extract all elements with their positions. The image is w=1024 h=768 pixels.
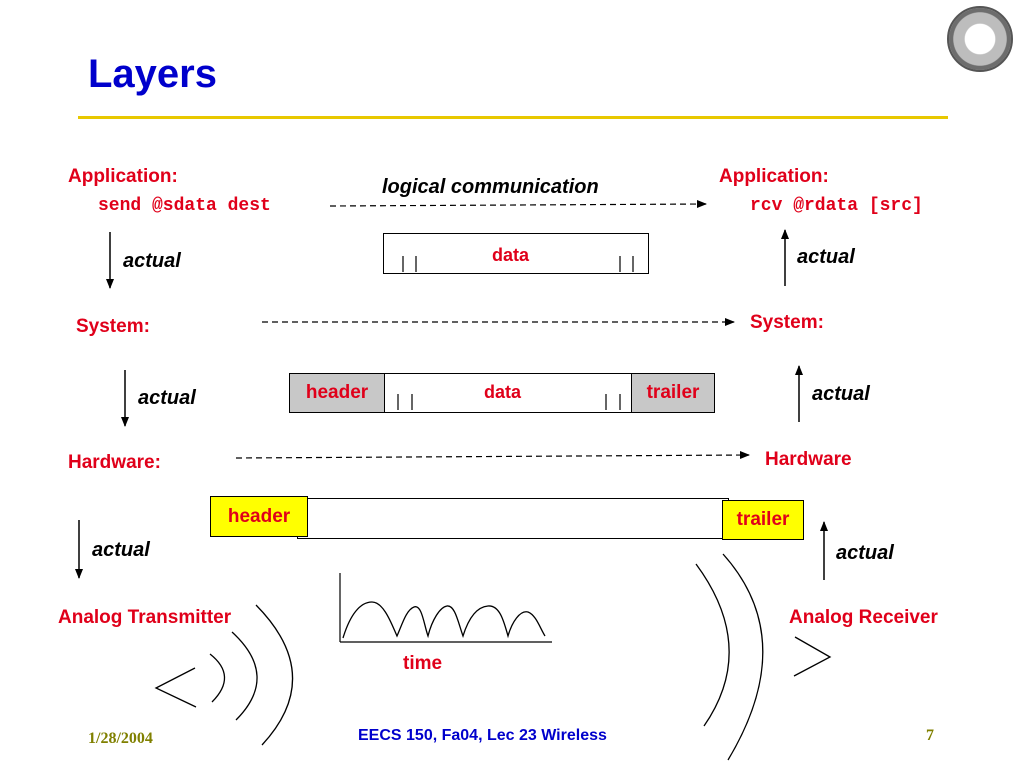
left-system-label: System:	[76, 316, 150, 337]
logical-arrow-application	[329, 200, 707, 209]
right-actual-label-1: actual	[797, 246, 855, 268]
system-packet-trailer: trailer	[631, 373, 715, 413]
transmitter-wave-arc-1	[209, 653, 226, 703]
right-application-label: Application:	[719, 166, 829, 187]
right-actual-label-2: actual	[812, 383, 870, 405]
left-hardware-label: Hardware:	[68, 452, 161, 473]
slide-title: Layers	[88, 52, 217, 96]
system-packet-header: header	[289, 373, 385, 413]
right-actual-label-3: actual	[836, 542, 894, 564]
left-actual-label-2: actual	[138, 387, 196, 409]
receiver-wave-arc-2	[722, 553, 764, 761]
receiver-wedge-icon	[793, 636, 832, 677]
hardware-packet-box	[297, 498, 729, 539]
analog-transmitter-label: Analog Transmitter	[58, 607, 232, 628]
app-packet-box	[383, 233, 649, 274]
system-packet-ticks	[397, 394, 621, 410]
hardware-packet-trailer: trailer	[722, 500, 804, 540]
university-seal-logo	[947, 6, 1013, 72]
left-application-code: send @sdata dest	[98, 196, 271, 216]
app-packet-ticks	[402, 256, 634, 272]
transmitter-wave-arc-2	[231, 631, 258, 721]
receiver-wave-arc-1	[695, 563, 730, 727]
left-application-label: Application:	[68, 166, 178, 187]
right-system-label: System:	[750, 312, 824, 333]
transmitter-wedge-icon	[154, 667, 197, 708]
logical-arrow-hardware	[235, 451, 750, 460]
logical-communication-label: logical communication	[382, 176, 599, 198]
left-actual-label-3: actual	[92, 539, 150, 561]
app-packet-data: data	[492, 245, 530, 265]
footer-course: EECS 150, Fa04, Lec 23 Wireless	[358, 727, 607, 744]
transmitter-wave-arc-3	[255, 604, 294, 746]
hardware-packet-header: header	[210, 496, 308, 537]
footer-date: 1/28/2004	[88, 730, 153, 747]
footer-page-number: 7	[926, 727, 934, 744]
waveform-signal	[342, 601, 546, 639]
right-application-code: rcv @rdata [src]	[750, 196, 923, 216]
right-hardware-label: Hardware	[765, 449, 852, 470]
analog-receiver-label: Analog Receiver	[789, 607, 938, 628]
system-packet-data: data	[484, 382, 522, 402]
waveform-time-label: time	[403, 653, 443, 674]
title-underline	[78, 116, 948, 119]
left-actual-label-1: actual	[123, 250, 181, 272]
